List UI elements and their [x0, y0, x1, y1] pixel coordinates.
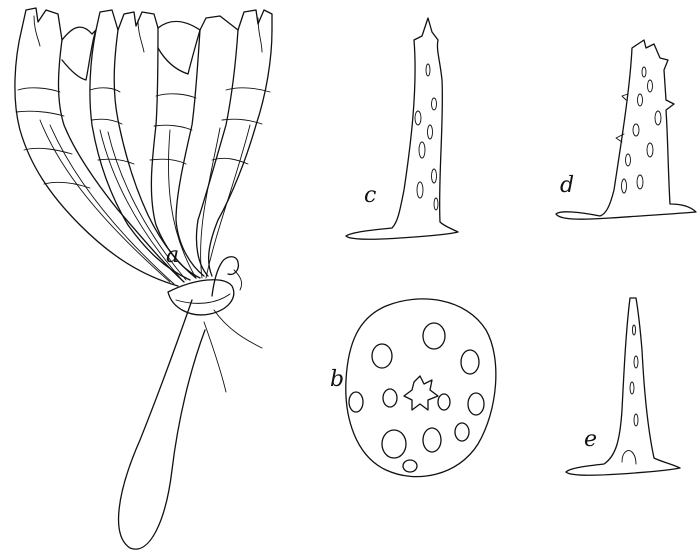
label-d: d	[560, 173, 574, 198]
label-a: a	[166, 243, 179, 268]
label-e: e	[584, 427, 597, 452]
specimen-a: a	[15, 8, 272, 549]
cross-section-b: b	[330, 299, 496, 477]
spine-c: c	[346, 18, 458, 239]
label-b: b	[330, 367, 344, 392]
label-c: c	[364, 183, 376, 208]
spine-d: d	[556, 40, 696, 219]
spine-e: e	[566, 298, 680, 475]
